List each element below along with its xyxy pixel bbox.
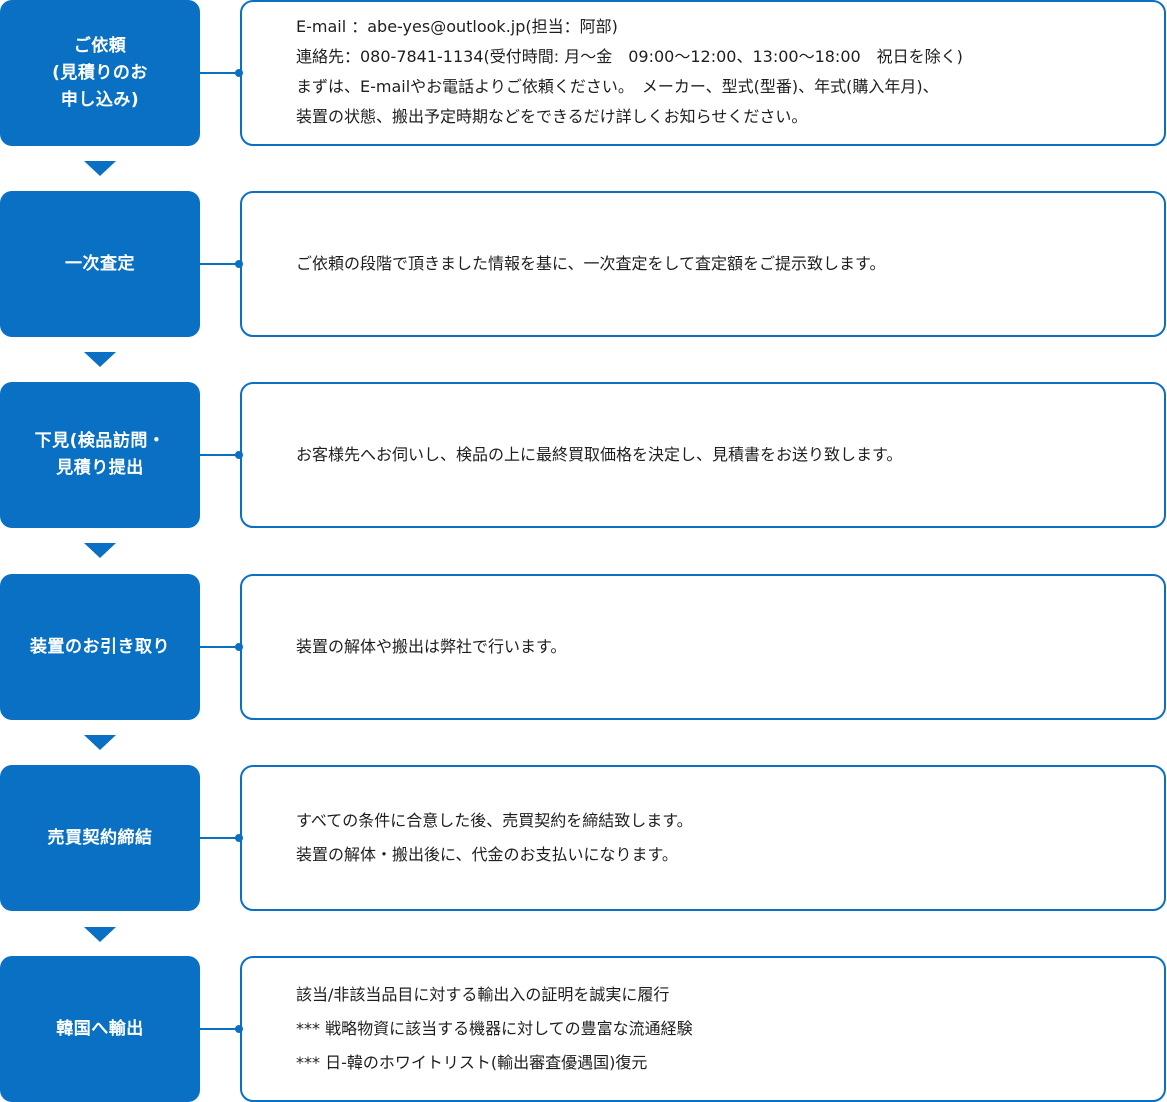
description-line: 装置の解体・搬出後に、代金のお支払いになります。 bbox=[296, 845, 678, 864]
step-label: ご依頼 (見積りのお 申し込み) bbox=[52, 35, 148, 110]
flow-step-export: 韓国へ輸出 該当/非該当品目に対する輸出入の証明を誠実に履行 *** 戦略物資に… bbox=[0, 956, 1167, 1102]
connector-dot bbox=[235, 69, 243, 77]
description-line: ご依頼の段階で頂きました情報を基に、一次査定をして査定額をご提示致します。 bbox=[296, 254, 886, 273]
connector-line bbox=[200, 646, 240, 648]
connector-dot bbox=[235, 1025, 243, 1033]
step-description-box: E-mail ：abe-yes@outlook.jp(担当：阿部) 連絡先：08… bbox=[240, 0, 1166, 146]
connector-line bbox=[200, 263, 240, 265]
down-arrow-icon bbox=[84, 161, 116, 176]
connector-line bbox=[200, 72, 240, 74]
step-label: 韓国へ輸出 bbox=[56, 1018, 144, 1039]
flow-step-inspection: 下見(検品訪問・ 見積り提出 お客様先へお伺いし、検品の上に最終買取価格を決定し… bbox=[0, 382, 1167, 528]
step-description-box: お客様先へお伺いし、検品の上に最終買取価格を決定し、見積書をお送り致します。 bbox=[240, 382, 1166, 528]
step-label-box: ご依頼 (見積りのお 申し込み) bbox=[0, 0, 200, 146]
step-label-box: 売買契約締結 bbox=[0, 765, 200, 911]
description-line: まずは、E-mailやお電話よりご依頼ください。 メーカー、型式(型番)、年式(… bbox=[296, 77, 939, 96]
description-line: すべての条件に合意した後、売買契約を締結致します。 bbox=[296, 811, 693, 830]
down-arrow-icon bbox=[84, 352, 116, 367]
description-line: E-mail ：abe-yes@outlook.jp(担当：阿部) bbox=[296, 17, 618, 36]
step-label: 下見(検品訪問・ 見積り提出 bbox=[34, 431, 166, 478]
connector-line bbox=[200, 837, 240, 839]
flow-step-pickup: 装置のお引き取り 装置の解体や搬出は弊社で行います。 bbox=[0, 574, 1167, 720]
down-arrow-icon bbox=[84, 735, 116, 750]
connector-dot bbox=[235, 643, 243, 651]
description-line: 連絡先：080-7841-1134(受付時間: 月〜金 09:00〜12:00、… bbox=[296, 47, 963, 66]
description-line: *** 日-韓のホワイトリスト(輸出審査優遇国)復元 bbox=[296, 1053, 648, 1072]
step-description-box: 装置の解体や搬出は弊社で行います。 bbox=[240, 574, 1166, 720]
step-label-box: 一次査定 bbox=[0, 191, 200, 337]
flow-step-first-assessment: 一次査定 ご依頼の段階で頂きました情報を基に、一次査定をして査定額をご提示致しま… bbox=[0, 191, 1167, 337]
description-line: 装置の解体や搬出は弊社で行います。 bbox=[296, 637, 567, 656]
step-label-box: 装置のお引き取り bbox=[0, 574, 200, 720]
description-line: お客様先へお伺いし、検品の上に最終買取価格を決定し、見積書をお送り致します。 bbox=[296, 445, 903, 464]
step-label: 装置のお引き取り bbox=[30, 636, 170, 657]
connector-line bbox=[200, 1028, 240, 1030]
connector-dot bbox=[235, 260, 243, 268]
step-label-box: 下見(検品訪問・ 見積り提出 bbox=[0, 382, 200, 528]
description-line: *** 戦略物資に該当する機器に対しての豊富な流通経験 bbox=[296, 1019, 693, 1038]
flow-step-request: ご依頼 (見積りのお 申し込み) E-mail ：abe-yes@outlook… bbox=[0, 0, 1167, 146]
step-label: 売買契約締結 bbox=[47, 827, 153, 848]
down-arrow-icon bbox=[84, 543, 116, 558]
down-arrow-icon bbox=[84, 927, 116, 942]
connector-dot bbox=[235, 451, 243, 459]
step-description-box: すべての条件に合意した後、売買契約を締結致します。 装置の解体・搬出後に、代金の… bbox=[240, 765, 1166, 911]
step-description-box: 該当/非該当品目に対する輸出入の証明を誠実に履行 *** 戦略物資に該当する機器… bbox=[240, 956, 1166, 1102]
step-label-box: 韓国へ輸出 bbox=[0, 956, 200, 1102]
connector-dot bbox=[235, 834, 243, 842]
description-line: 装置の状態、搬出予定時期などをできるだけ詳しくお知らせください。 bbox=[296, 107, 808, 126]
connector-line bbox=[200, 454, 240, 456]
step-label: 一次査定 bbox=[65, 253, 135, 274]
description-line: 該当/非該当品目に対する輸出入の証明を誠実に履行 bbox=[296, 985, 670, 1004]
step-description-box: ご依頼の段階で頂きました情報を基に、一次査定をして査定額をご提示致します。 bbox=[240, 191, 1166, 337]
flow-step-contract: 売買契約締結 すべての条件に合意した後、売買契約を締結致します。 装置の解体・搬… bbox=[0, 765, 1167, 911]
